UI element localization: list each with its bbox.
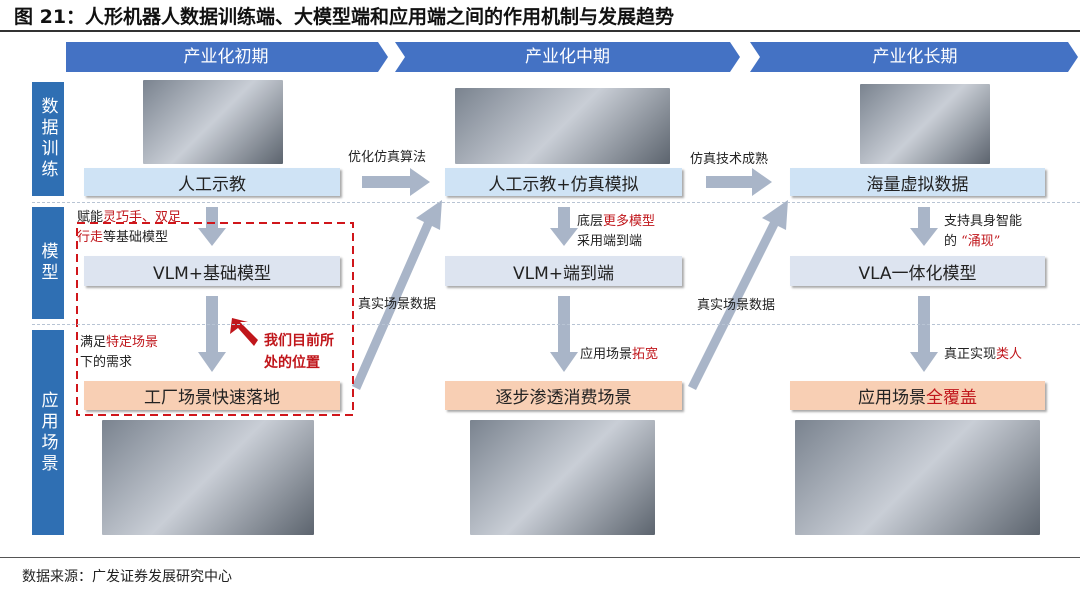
figure-title: 图 21：人形机器人数据训练端、大模型端和应用端之间的作用机制与发展趋势 [14, 6, 675, 28]
late-model-box: VLA一体化模型 [790, 256, 1045, 286]
factory-photo [102, 420, 314, 535]
consumer-photo [470, 420, 655, 535]
arrow-down [198, 296, 226, 372]
teleoperation-photo [143, 80, 283, 164]
row-divider [32, 324, 1080, 325]
note-highlight: 类人 [996, 347, 1023, 362]
phase-label: 产业化中期 [525, 47, 610, 67]
arrow-down [550, 296, 578, 372]
source-note: 数据来源：广发证券发展研究中心 [22, 569, 232, 585]
late-app-note: 真正实现类人 [944, 345, 1022, 365]
row-divider [32, 202, 1080, 203]
arrow-right-1 [362, 168, 430, 196]
mid-model-note: 底层更多模型采用端到端 [577, 212, 655, 252]
current-position-label: 我们目前所处的位置 [264, 330, 334, 374]
full-coverage-photo [795, 420, 1040, 535]
late-model-note: 支持具身智能的 “涌现” [944, 212, 1022, 252]
early-app-box: 工厂场景快速落地 [84, 381, 340, 410]
late-app-box: 应用场景全覆盖 [790, 381, 1045, 410]
note-highlight: “涌现” [961, 234, 1001, 249]
footer-rule [0, 557, 1080, 558]
note-text: 采用端到端 [577, 234, 643, 249]
note-text: 真正实现 [944, 347, 997, 362]
mid-data-box: 人工示教+仿真模拟 [445, 168, 682, 196]
row-label-app: 应用场景 [32, 330, 64, 535]
phase-label: 产业化长期 [872, 47, 958, 67]
mid-app-box: 逐步渗透消费场景 [445, 381, 682, 410]
position-line: 处的位置 [264, 355, 320, 371]
note-text: 应用场景 [580, 347, 633, 362]
arrow-down [198, 207, 226, 246]
position-arrow [230, 318, 258, 346]
note-highlight: 更多模型 [603, 214, 656, 229]
late-app-text: 应用场景 [858, 388, 926, 408]
arrow-label: 真实场景数据 [697, 298, 776, 313]
phase-arrow-mid [395, 42, 740, 72]
late-app-highlight: 全覆盖 [926, 388, 977, 408]
phase-label: 产业化初期 [183, 47, 269, 67]
title-rule [0, 30, 1080, 32]
row-label-model: 模型 [32, 207, 64, 319]
phase-arrow-early [66, 42, 388, 72]
row-label-data: 数据训练 [32, 82, 64, 196]
late-data-box: 海量虚拟数据 [790, 168, 1045, 196]
arrow-label: 真实场景数据 [358, 297, 437, 312]
arrow-label: 仿真技术成熟 [690, 152, 769, 167]
arrow-diag-1 [352, 200, 442, 390]
note-text: 支持具身智能 [944, 214, 1023, 229]
early-model-box: VLM+基础模型 [84, 256, 340, 286]
note-highlight: 特定场景 [106, 335, 159, 350]
simulation-photos [455, 88, 670, 164]
arrow-right-2 [706, 168, 772, 196]
note-highlight: 行走 [77, 230, 104, 245]
early-model-note: 赋能灵巧手、双足行走等基础模型 [77, 208, 181, 248]
note-text: 赋能 [77, 210, 104, 225]
arrow-down [550, 207, 578, 246]
note-text: 的 [944, 234, 958, 249]
note-text: 底层 [577, 214, 604, 229]
note-highlight: 灵巧手、双足 [103, 210, 182, 225]
mid-model-box: VLM+端到端 [445, 256, 682, 286]
mid-app-note: 应用场景拓宽 [580, 345, 658, 365]
arrow-down [910, 296, 938, 372]
note-text: 等基础模型 [103, 230, 169, 245]
arrow-diag-2 [688, 200, 788, 390]
early-data-box: 人工示教 [84, 168, 340, 196]
arrow-down [910, 207, 938, 246]
current-position-frame [76, 222, 354, 416]
arrow-label: 优化仿真算法 [348, 150, 427, 165]
note-text: 满足 [80, 335, 107, 350]
virtual-data-photo [860, 84, 990, 164]
position-line: 我们目前所 [264, 333, 334, 349]
phase-arrow-late [750, 42, 1078, 72]
note-text: 下的需求 [80, 355, 133, 370]
note-highlight: 拓宽 [632, 347, 659, 362]
early-app-note: 满足特定场景下的需求 [80, 333, 158, 373]
